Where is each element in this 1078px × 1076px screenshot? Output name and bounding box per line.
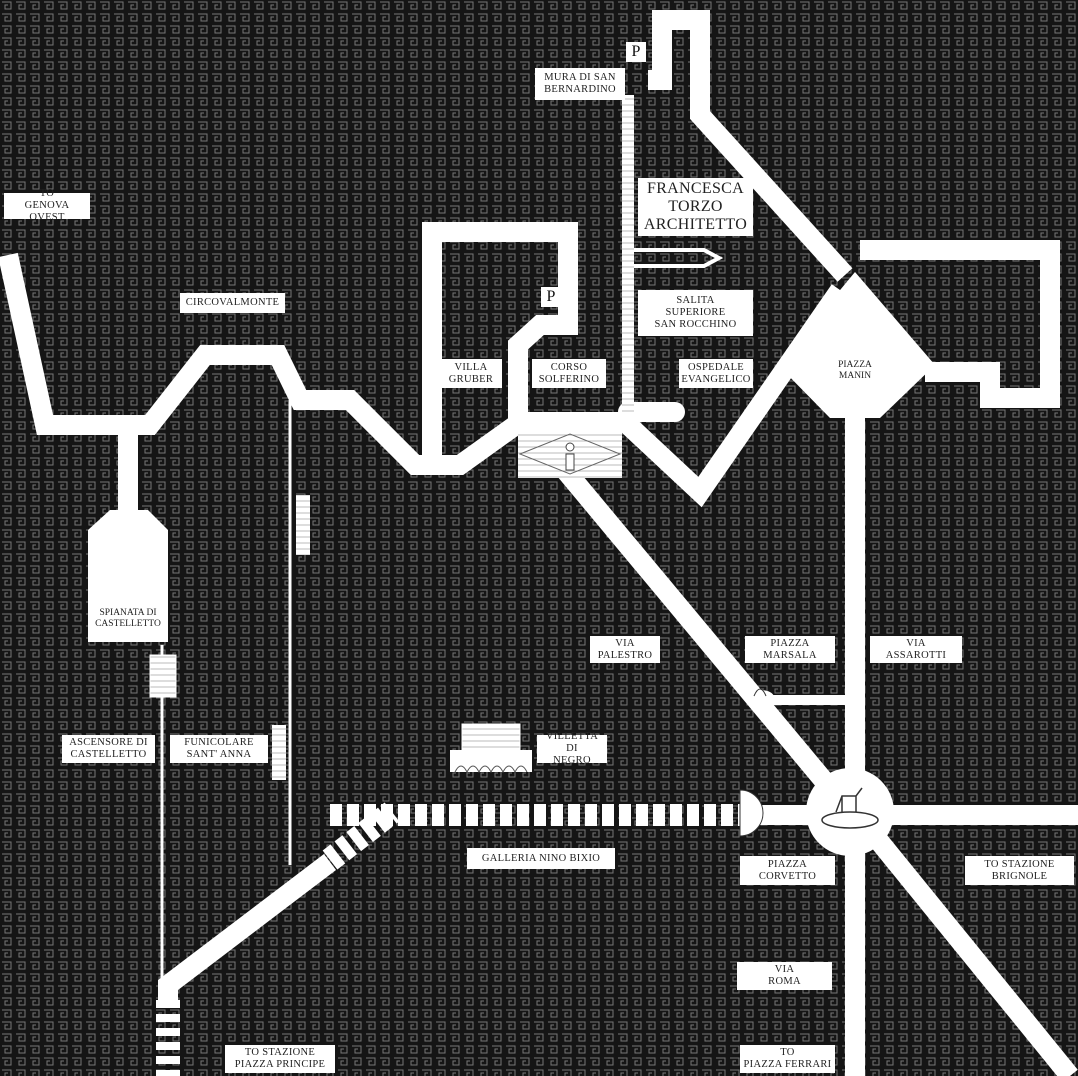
label-circovalmonte: CIRCOVALMONTE xyxy=(180,293,285,313)
label-piazza-manin: PIAZZA MANIN xyxy=(838,360,872,381)
label-to-genova-ovest: TO GENOVA OVEST xyxy=(4,188,90,223)
label-to-stazione-brignole: TO STAZIONE BRIGNOLE xyxy=(965,856,1074,885)
label-to-stazione-piazza-principe: TO STAZIONE PIAZZA PRINCIPE xyxy=(225,1045,335,1073)
label-salita-superiore-san-rocchino: SALITA SUPERIORE SAN ROCCHINO xyxy=(638,290,753,336)
info-icon xyxy=(518,430,622,478)
road-north xyxy=(648,10,853,282)
road-circonvallazione xyxy=(0,252,849,508)
via-palestro-road xyxy=(557,463,858,819)
galleria-approach xyxy=(158,854,337,1000)
equestrian-statue-icon xyxy=(821,787,879,829)
label-villetta-di-negro: VILLETTA DI NEGRO xyxy=(537,731,607,766)
road-southeast xyxy=(862,823,1078,1076)
label-francesca-torzo-architetto: FRANCESCA TORZO ARCHITETTO xyxy=(638,178,753,236)
elevator-icon xyxy=(149,654,177,698)
arrow-to-architect xyxy=(634,248,724,268)
galleria-ramp xyxy=(322,802,400,870)
label-funicolare-sant-anna: FUNICOLARE SANT' ANNA xyxy=(170,735,268,763)
label-mura-san-bernardino: MURA DI SAN BERNARDINO xyxy=(535,68,625,100)
road-east-loop xyxy=(860,240,1060,408)
label-via-assarotti: VIA ASSAROTTI xyxy=(870,636,962,663)
label-via-palestro: VIA PALESTRO xyxy=(590,636,660,663)
piazza-manin-square xyxy=(778,272,935,418)
road-villa-gruber xyxy=(422,222,578,462)
label-piazza-marsala: PIAZZA MARSALA xyxy=(745,636,835,663)
parking-icon: P xyxy=(626,42,646,62)
label-to-piazza-ferrari: TO PIAZZA FERRARI xyxy=(740,1045,835,1073)
villa-icon xyxy=(450,723,532,774)
label-via-roma: VIA ROMA xyxy=(737,962,832,990)
parking-icon: P xyxy=(541,287,561,307)
tunnel-portal-icon xyxy=(739,789,764,837)
fountain-icon xyxy=(746,688,774,704)
label-ascensore-castelletto: ASCENSORE DI CASTELLETTO xyxy=(62,735,155,763)
label-galleria-nino-bixio: GALLERIA NINO BIXIO xyxy=(467,848,615,869)
funicular-icon xyxy=(296,495,310,555)
label-spianata-castelletto: SPIANATA DI CASTELLETTO xyxy=(95,608,161,629)
label-villa-gruber: VILLA GRUBER xyxy=(440,359,502,388)
label-corso-solferino: CORSO SOLFERINO xyxy=(532,359,606,388)
funicular-icon xyxy=(272,725,286,780)
label-piazza-corvetto: PIAZZA CORVETTO xyxy=(740,856,835,885)
spianata-castelletto-area xyxy=(88,510,168,642)
label-ospedale-evangelico: OSPEDALE EVANGELICO xyxy=(679,359,753,388)
